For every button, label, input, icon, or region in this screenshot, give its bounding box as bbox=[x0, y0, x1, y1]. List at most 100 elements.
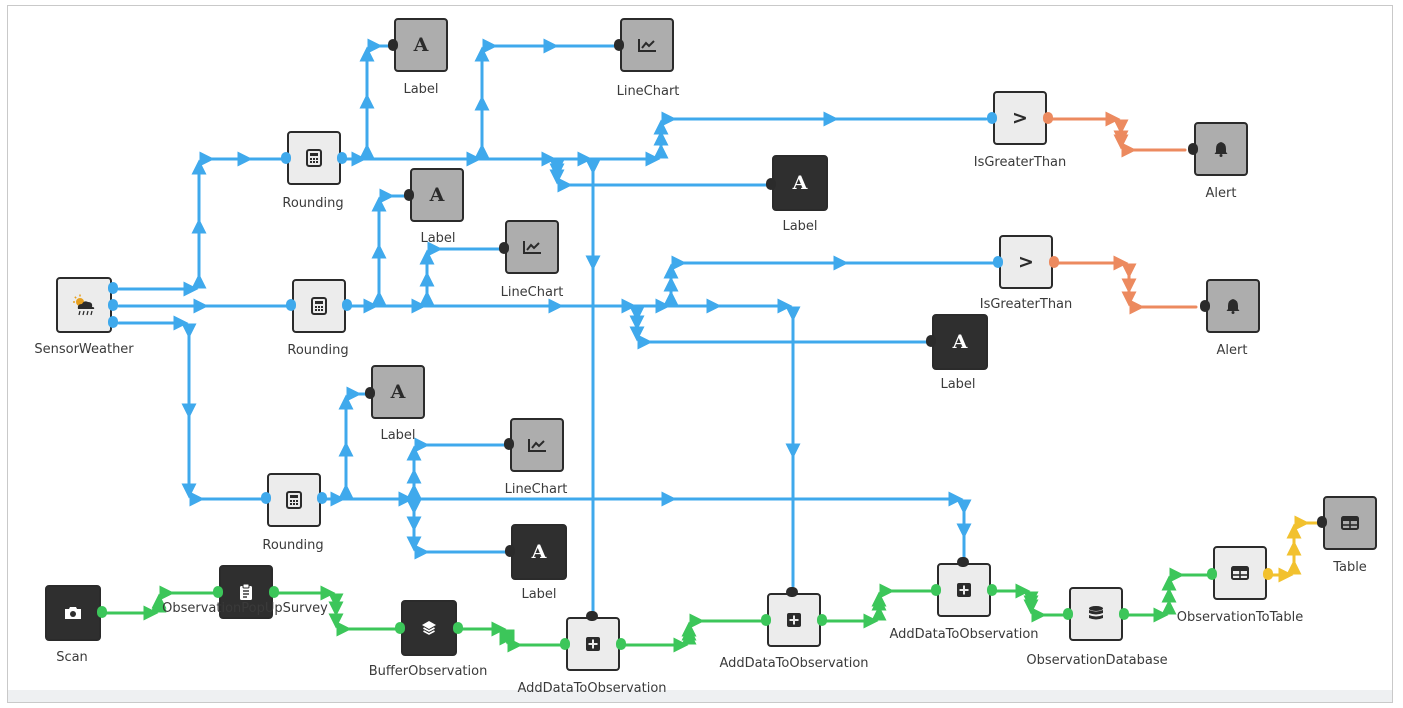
node-gt2[interactable]: > bbox=[999, 235, 1053, 289]
port-add3-in-0[interactable] bbox=[931, 584, 941, 596]
plus-square-icon bbox=[786, 612, 802, 628]
node-add2[interactable] bbox=[767, 593, 821, 647]
port-add2-in-0[interactable] bbox=[761, 614, 771, 626]
node-label3[interactable]: A bbox=[371, 365, 425, 419]
wire-round2-label2 bbox=[347, 188, 408, 314]
node-label-chart1: LineChart bbox=[616, 84, 680, 99]
port-chart1-in-0[interactable] bbox=[614, 39, 624, 51]
port-table-in-0[interactable] bbox=[1317, 516, 1327, 528]
port-gt1-in-0[interactable] bbox=[987, 112, 997, 124]
node-label-label1: Label bbox=[403, 82, 439, 97]
port-add1-top-2[interactable] bbox=[586, 611, 598, 621]
flow-canvas[interactable] bbox=[7, 5, 1393, 703]
port-round1-out-1[interactable] bbox=[337, 152, 347, 164]
port-chart2-in-0[interactable] bbox=[499, 242, 509, 254]
port-survey-out-1[interactable] bbox=[269, 586, 279, 598]
node-label-label3: Label bbox=[380, 428, 416, 443]
port-scan-out-0[interactable] bbox=[97, 606, 107, 618]
port-add3-out-1[interactable] bbox=[987, 584, 997, 596]
node-label-round3: Rounding bbox=[262, 538, 324, 553]
wire-round1-gt1 bbox=[342, 111, 988, 167]
node-label2[interactable]: A bbox=[410, 168, 464, 222]
wire-round1-label1 bbox=[342, 38, 393, 167]
port-round3-out-1[interactable] bbox=[317, 492, 327, 504]
port-db-in-0[interactable] bbox=[1063, 608, 1073, 620]
node-label1[interactable]: A bbox=[394, 18, 448, 72]
greater-than-icon: > bbox=[1018, 250, 1034, 273]
node-label-label6: Label bbox=[521, 587, 557, 602]
port-round2-in-0[interactable] bbox=[286, 299, 296, 311]
wire-round2-label5 bbox=[347, 298, 928, 350]
wire-round3-add4 bbox=[322, 491, 972, 562]
port-round1-in-0[interactable] bbox=[281, 152, 291, 164]
port-obs2table-out-1[interactable] bbox=[1263, 568, 1273, 580]
text-a-icon: A bbox=[792, 171, 808, 194]
node-round2[interactable] bbox=[292, 279, 346, 333]
node-survey[interactable] bbox=[219, 565, 273, 619]
node-buffer[interactable] bbox=[401, 600, 457, 656]
node-alert2[interactable] bbox=[1206, 279, 1260, 333]
node-table[interactable] bbox=[1323, 496, 1377, 550]
node-label5[interactable]: A bbox=[932, 314, 988, 370]
port-add1-out-1[interactable] bbox=[616, 638, 626, 650]
node-scan[interactable] bbox=[45, 585, 101, 641]
node-chart2[interactable] bbox=[505, 220, 559, 274]
node-round1[interactable] bbox=[287, 131, 341, 185]
port-add3-top-2[interactable] bbox=[957, 557, 969, 567]
node-label6[interactable]: A bbox=[511, 524, 567, 580]
port-label3-in-0[interactable] bbox=[365, 387, 375, 399]
node-label-chart3: LineChart bbox=[504, 482, 568, 497]
wire-round2-gt2 bbox=[347, 255, 997, 314]
wire-add1-add2 bbox=[623, 613, 767, 653]
node-add3[interactable] bbox=[937, 563, 991, 617]
wire-round1-add2 bbox=[342, 151, 601, 613]
node-obs2table[interactable] bbox=[1213, 546, 1267, 600]
port-label6-in-0[interactable] bbox=[505, 545, 515, 557]
port-add2-top-2[interactable] bbox=[786, 587, 798, 597]
node-gt1[interactable]: > bbox=[993, 91, 1047, 145]
port-sensor-out-1[interactable] bbox=[108, 299, 118, 311]
weather-icon bbox=[71, 294, 97, 316]
line-chart-icon bbox=[637, 37, 657, 53]
node-label-obs2table: ObservationToTable bbox=[1176, 610, 1304, 625]
port-label1-in-0[interactable] bbox=[388, 39, 398, 51]
node-add1[interactable] bbox=[566, 617, 620, 671]
node-chart1[interactable] bbox=[620, 18, 674, 72]
port-chart3-in-0[interactable] bbox=[504, 438, 514, 450]
canvas-footer-bar bbox=[8, 690, 1392, 702]
port-round2-out-1[interactable] bbox=[342, 299, 352, 311]
wire-gt2-alert2 bbox=[1056, 255, 1198, 315]
wire-round3-chart3 bbox=[322, 437, 508, 507]
port-gt1-out-1[interactable] bbox=[1043, 112, 1053, 124]
port-label2-in-0[interactable] bbox=[404, 189, 414, 201]
node-label-survey: ObservationPopUpSurvey bbox=[162, 601, 328, 616]
node-label-table: Table bbox=[1333, 560, 1367, 575]
port-buffer-in-0[interactable] bbox=[395, 622, 405, 634]
port-db-out-1[interactable] bbox=[1119, 608, 1129, 620]
node-label-gt2: IsGreaterThan bbox=[979, 297, 1073, 312]
node-label4[interactable]: A bbox=[772, 155, 828, 211]
port-round3-in-0[interactable] bbox=[261, 492, 271, 504]
node-db[interactable] bbox=[1069, 587, 1123, 641]
wire-round1-chart1 bbox=[342, 38, 617, 167]
port-label4-in-0[interactable] bbox=[766, 178, 776, 190]
node-round3[interactable] bbox=[267, 473, 321, 527]
wire-round3-label3 bbox=[322, 386, 369, 507]
port-buffer-out-1[interactable] bbox=[453, 622, 463, 634]
port-alert1-in-0[interactable] bbox=[1188, 143, 1198, 155]
bell-icon bbox=[1226, 298, 1240, 314]
port-add1-in-0[interactable] bbox=[560, 638, 570, 650]
node-sensor[interactable] bbox=[56, 277, 112, 333]
port-obs2table-in-0[interactable] bbox=[1207, 568, 1217, 580]
port-sensor-out-2[interactable] bbox=[108, 316, 118, 328]
port-gt2-in-0[interactable] bbox=[993, 256, 1003, 268]
port-survey-in-0[interactable] bbox=[213, 586, 223, 598]
node-alert1[interactable] bbox=[1194, 122, 1248, 176]
port-add2-out-1[interactable] bbox=[817, 614, 827, 626]
port-alert2-in-0[interactable] bbox=[1200, 300, 1210, 312]
port-sensor-out-0[interactable] bbox=[108, 282, 118, 294]
node-chart3[interactable] bbox=[510, 418, 564, 472]
port-gt2-out-1[interactable] bbox=[1049, 256, 1059, 268]
port-label5-in-0[interactable] bbox=[926, 335, 936, 347]
wire-buffer-add1 bbox=[459, 621, 565, 653]
